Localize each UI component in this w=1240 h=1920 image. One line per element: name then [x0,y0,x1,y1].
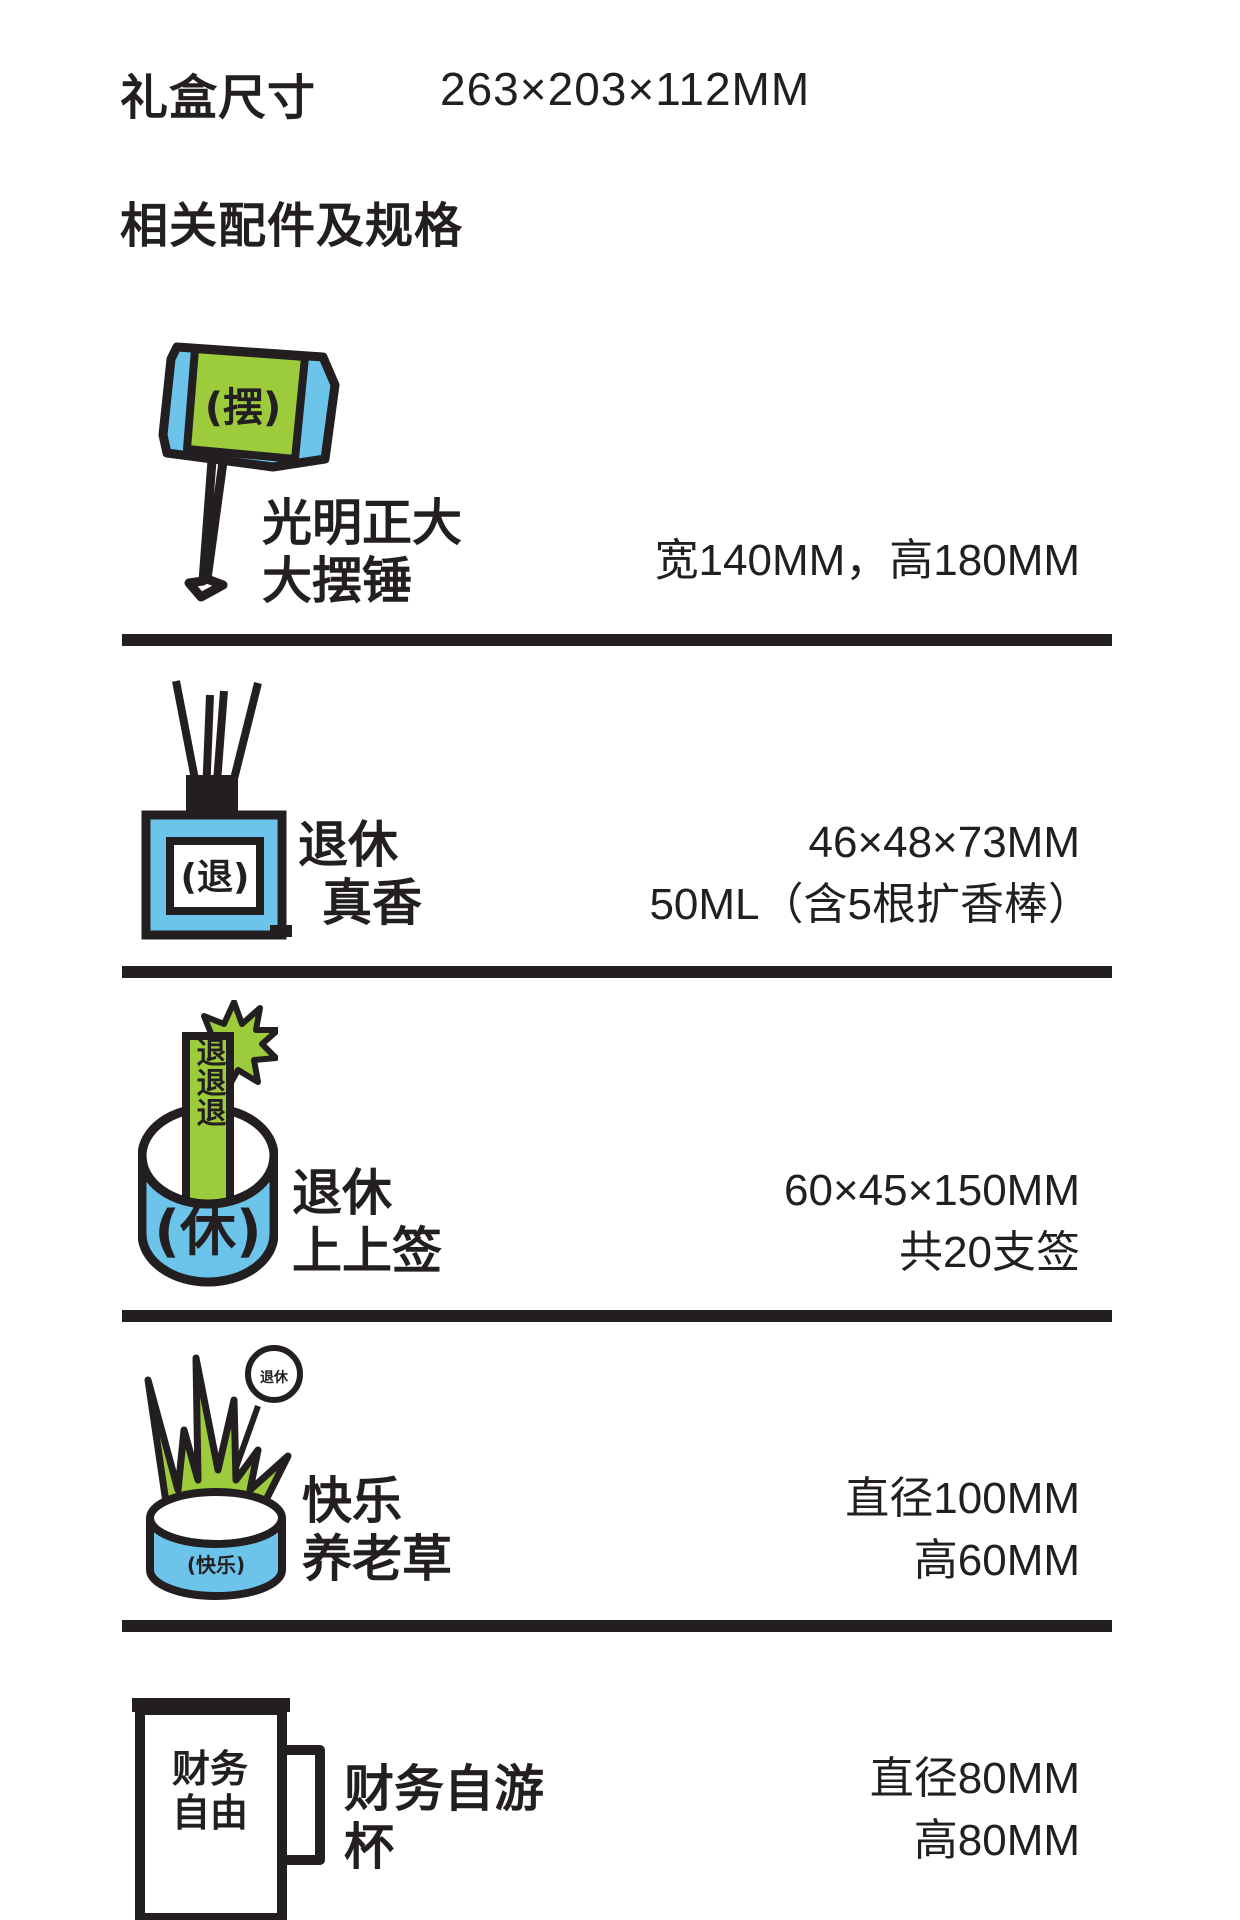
cup-icon-text: (休) [154,1199,261,1264]
item-spec-line1: 46×48×73MM [808,818,1080,867]
hammer-icon-text: (摆) [205,385,282,431]
hammer-icon: (摆) [158,342,340,602]
divider [122,1620,1112,1632]
item-name-line1: 快乐 [302,1472,402,1530]
item-spec-line1: 宽140MM，高180MM [654,536,1080,585]
fortune-sticks-icon: 退退退 (休) [138,1000,278,1287]
item-name-line2: 上上签 [292,1222,442,1280]
item-spec-line2: 50ML（含5根扩香棒） [649,880,1092,929]
item-spec-line1: 直径80MM [869,1754,1080,1803]
item-name-line1: 退休 [298,816,398,874]
sign-icon-text: 退休 [260,1369,289,1386]
item-spec-line2: 高60MM [913,1536,1080,1585]
item-name-line1: 财务自游 [344,1760,544,1818]
accessories-heading: 相关配件及规格 [120,198,464,254]
item-name-line2: 真香 [322,874,422,932]
gift-box-dimensions: 263×203×112MM [440,63,811,115]
pot-icon-text: (快乐) [187,1553,245,1577]
sticks-icon-text: 退退退 [191,1037,227,1127]
mug-icon-text-1: 财务 [172,1747,248,1791]
mug-icon: 财务 自由 [132,1698,325,1920]
item-name-line2: 大摆锤 [262,552,412,610]
divider [122,634,1112,646]
grass-pot-icon: 退休 (快乐) [144,1345,303,1600]
item-spec-line2: 共20支签 [899,1228,1080,1277]
item-name-line1: 光明正大 [262,494,462,552]
gift-box-label: 礼盒尺寸 [120,70,317,126]
diffuser-icon-text: (退) [181,857,250,898]
item-spec-line1: 直径100MM [845,1474,1080,1523]
divider [122,1310,1112,1322]
item-name-line1: 退休 [292,1164,392,1222]
mug-icon-text-2: 自由 [172,1791,248,1835]
item-spec-line2: 高80MM [913,1816,1080,1865]
item-spec-line1: 60×45×150MM [784,1166,1080,1215]
item-name-line2: 养老草 [302,1530,452,1588]
item-name-line2: 杯 [344,1818,394,1876]
diffuser-icon: (退) [141,680,292,940]
divider [122,966,1112,978]
